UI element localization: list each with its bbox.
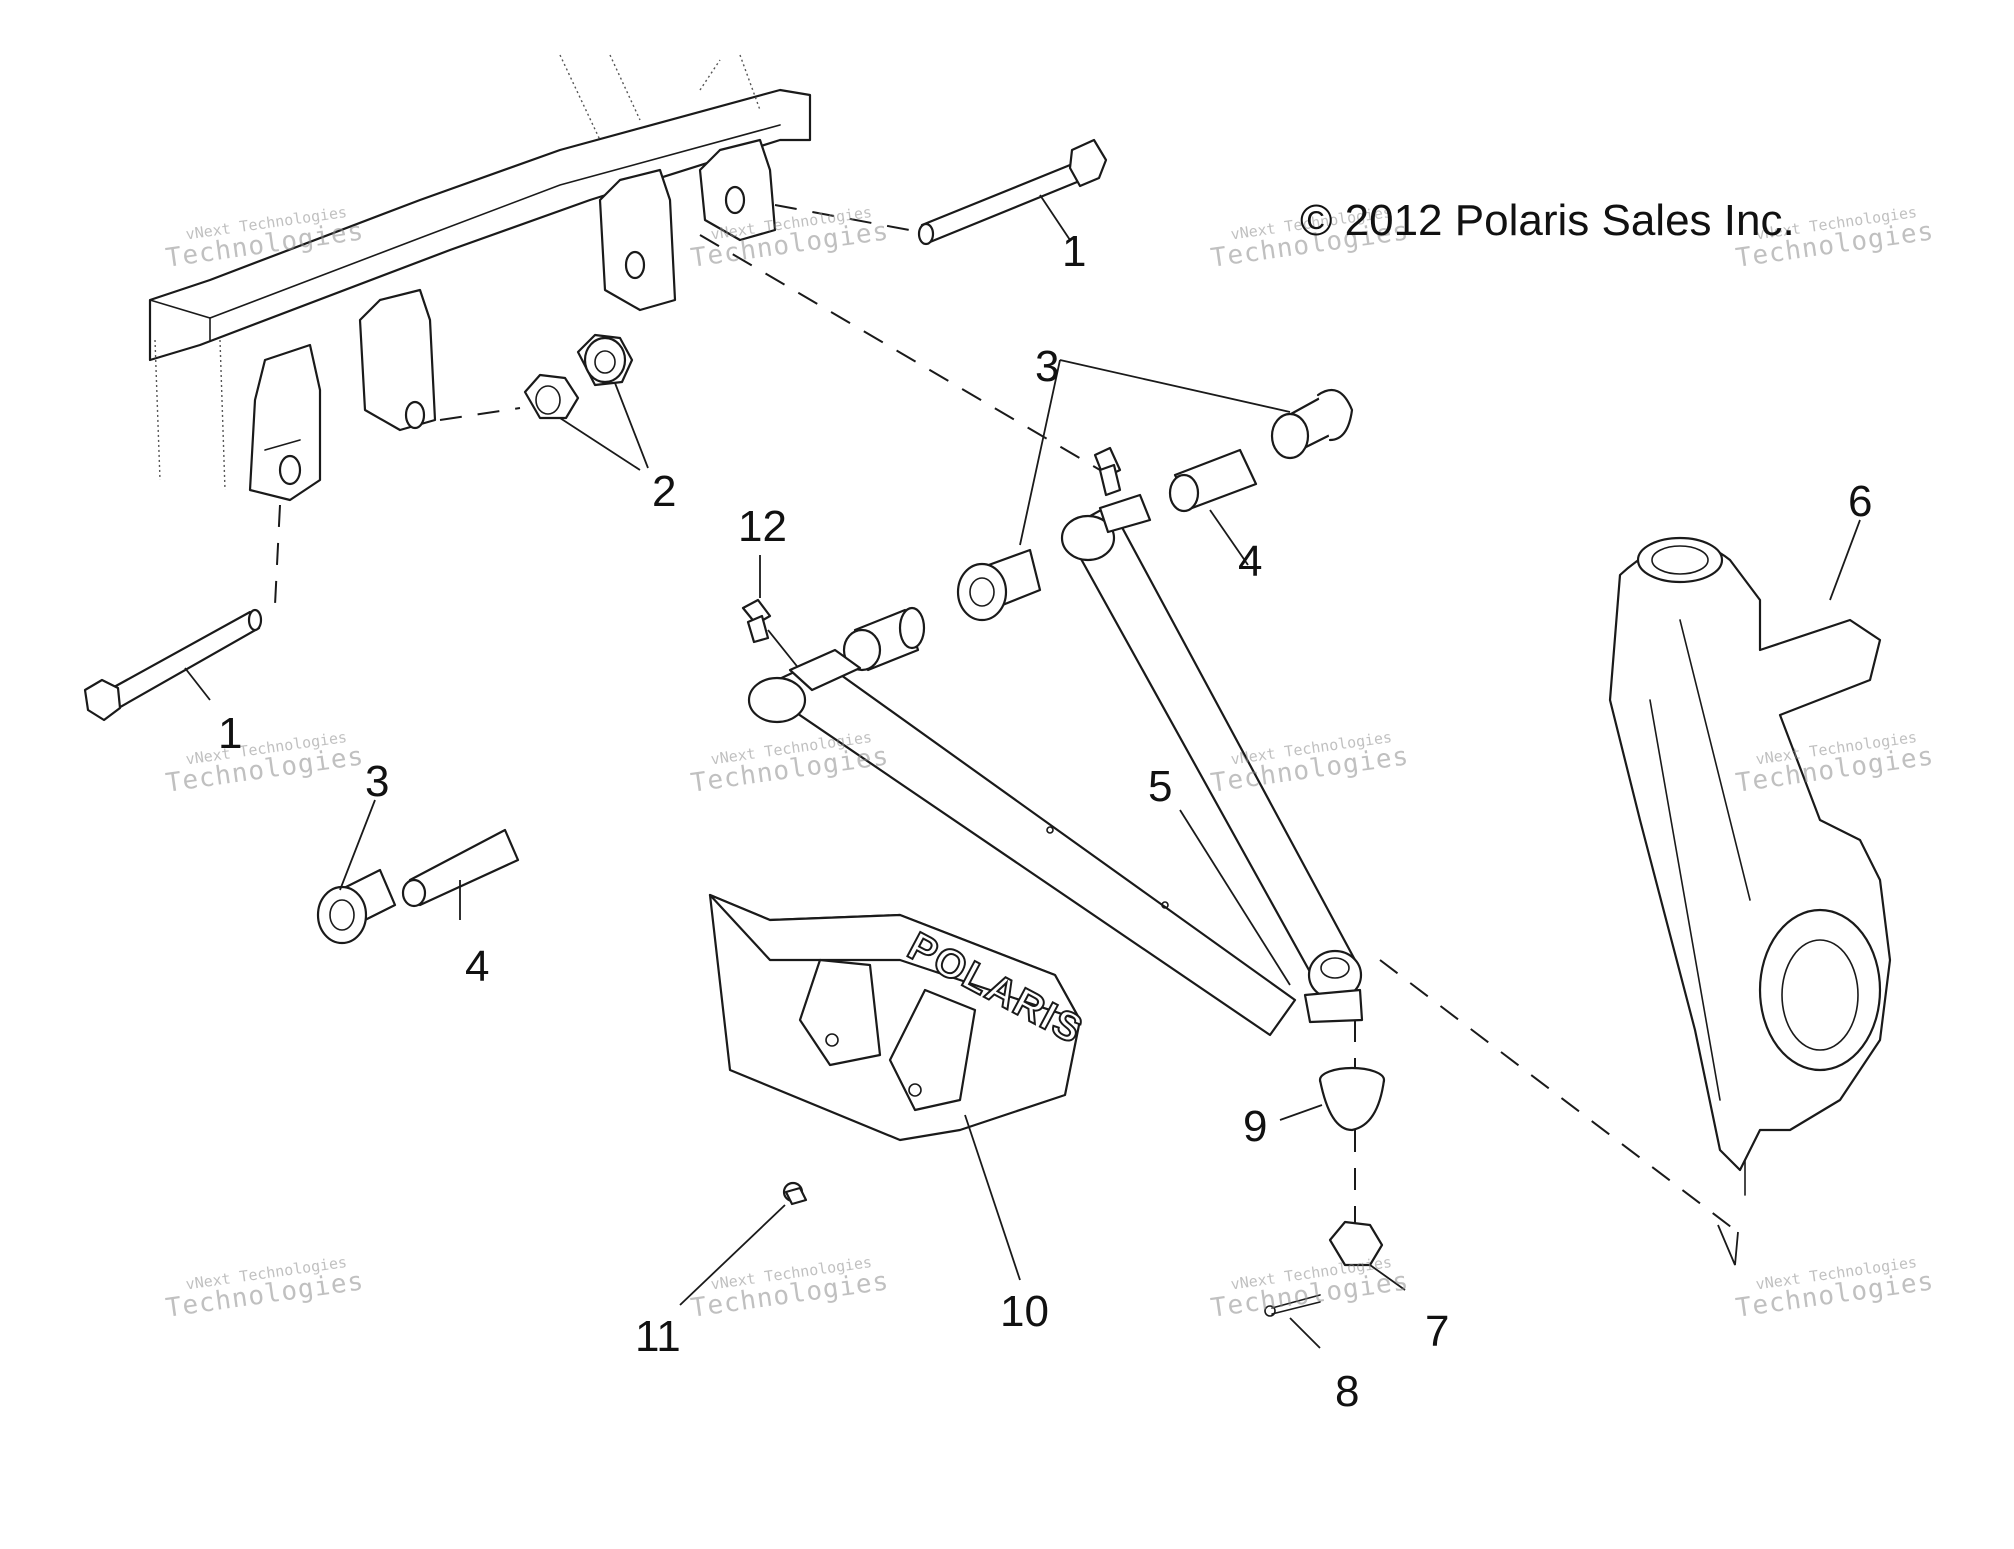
- callout-10: 10: [1000, 1287, 1049, 1336]
- a-arm: [747, 493, 1364, 1037]
- watermark: vNext Technologies Technologies: [164, 1253, 366, 1324]
- callout-9: 9: [1243, 1102, 1268, 1151]
- watermark: vNext Technologies Technologies: [689, 1253, 891, 1324]
- callout-4-lower: 4: [465, 942, 490, 991]
- watermark: vNext Technologies Technologies: [164, 203, 366, 274]
- bushing-set-middle: [842, 548, 1042, 672]
- bolt-upper: [917, 138, 1108, 246]
- watermark: vNext Technologies Technologies: [1209, 728, 1411, 799]
- grease-fitting-12: [741, 555, 801, 671]
- watermark: vNext Technologies Technologies: [1734, 728, 1936, 799]
- watermark: vNext Technologies Technologies: [689, 203, 891, 274]
- watermark: vNext Technologies Technologies: [164, 728, 366, 799]
- nuts-2: [523, 333, 649, 471]
- watermark: vNext Technologies Technologies: [1734, 1253, 1936, 1324]
- callout-12: 12: [738, 502, 787, 551]
- boot: [1279, 1066, 1386, 1132]
- frame-rail: [148, 54, 812, 502]
- watermark: vNext Technologies Technologies: [1209, 1253, 1411, 1324]
- cotter-pin: [1264, 1294, 1321, 1349]
- castle-nut: [1328, 1220, 1406, 1291]
- copyright-notice: © 2012 Polaris Sales Inc.: [1300, 196, 1795, 245]
- callout-2: 2: [652, 467, 677, 516]
- screw: [679, 1181, 808, 1306]
- callout-3-upper: 3: [1035, 342, 1060, 391]
- callout-7: 7: [1425, 1307, 1450, 1356]
- spindle: [1608, 519, 1892, 1196]
- callout-4-upper: 4: [1238, 537, 1263, 586]
- bushing-set-lower: [316, 799, 520, 945]
- callout-1-lower: 1: [218, 709, 243, 758]
- watermark: vNext Technologies Technologies: [689, 728, 891, 799]
- bolt-lower: [83, 608, 263, 722]
- callout-8: 8: [1335, 1367, 1360, 1416]
- callout-1-upper: 1: [1062, 227, 1087, 276]
- bushing-set-upper: [1019, 359, 1354, 566]
- assembly-lines: [274, 204, 1739, 1266]
- callout-3-lower: 3: [365, 757, 390, 806]
- callout-5: 5: [1148, 762, 1173, 811]
- callout-6: 6: [1848, 477, 1873, 526]
- callout-11: 11: [635, 1312, 681, 1361]
